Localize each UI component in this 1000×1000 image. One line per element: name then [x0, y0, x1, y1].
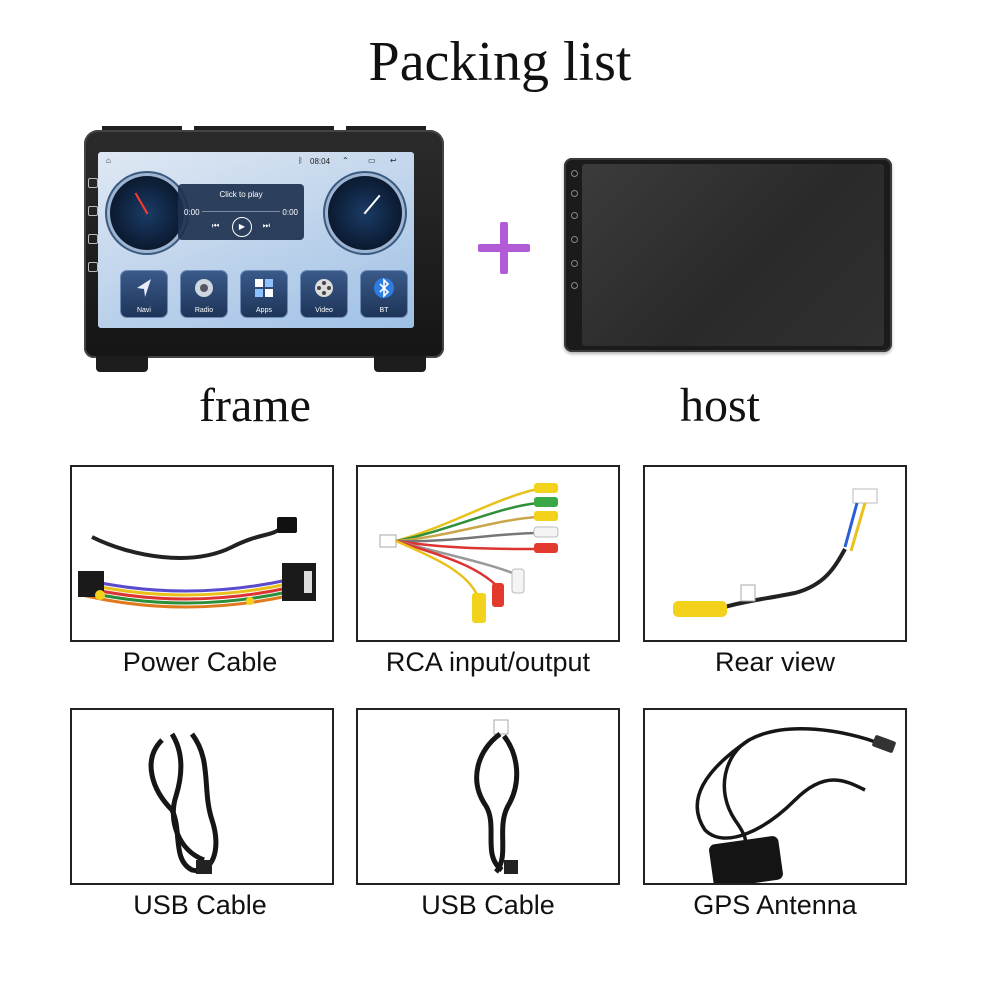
back-icon	[88, 234, 98, 244]
media-prompt: Click to play	[219, 190, 263, 199]
rca-cable-icon	[379, 483, 559, 623]
recent-apps-icon: ▭	[368, 156, 376, 165]
media-widget[interactable]: Click to play 0:00 0:00 ⏮ ▶ ⏭	[178, 184, 304, 240]
play-icon[interactable]: ▶	[232, 217, 252, 237]
app-label: Apps	[256, 307, 272, 314]
volume-icon	[88, 262, 98, 272]
home-icon: ⌂	[106, 156, 111, 165]
gps-antenna-icon	[695, 726, 896, 883]
usb-cable-cell-2	[356, 708, 620, 885]
frame-foot	[96, 356, 148, 372]
back-icon	[571, 212, 578, 219]
media-time-right: 0:00	[282, 208, 298, 217]
app-label: Video	[315, 307, 333, 314]
speed-gauge	[110, 176, 184, 250]
radio-dial-icon	[195, 279, 213, 297]
item-label: Rear view	[714, 647, 836, 677]
usb-cable-cell-1	[70, 708, 334, 885]
item-label: RCA input/output	[385, 647, 591, 677]
usb-cable-icon	[474, 719, 520, 874]
host-screen	[582, 164, 884, 346]
power-cable-cell	[70, 465, 334, 642]
gps-antenna-cell	[643, 708, 907, 885]
chevron-up-icon: ⌃	[342, 156, 349, 165]
status-time: 08:04	[310, 157, 331, 166]
item-label: USB Cable	[421, 890, 555, 920]
film-reel-icon	[315, 279, 333, 297]
rear-view-cell	[643, 465, 907, 642]
frame-foot	[374, 356, 426, 372]
android-screen: ⌂ ᛒ 08:04 ⌃ ▭ ↩ Click to play 0:00 0:00 …	[98, 152, 414, 328]
media-progress	[202, 211, 280, 212]
host-unit	[564, 158, 892, 352]
apps-grid-icon	[255, 279, 273, 297]
item-label: Power Cable	[122, 647, 278, 677]
host-label: host	[679, 379, 760, 432]
reset-icon	[571, 282, 578, 289]
bluetooth-icon: ᛒ	[298, 156, 303, 165]
app-bt[interactable]: BT	[360, 270, 408, 318]
clock-gauge	[328, 176, 402, 250]
media-time-left: 0:00	[184, 208, 200, 217]
plus-icon	[478, 222, 530, 274]
navigation-arrow-icon	[137, 279, 151, 297]
status-bar: ⌂ ᛒ 08:04 ⌃ ▭ ↩	[98, 155, 414, 169]
previous-icon[interactable]: ⏮	[212, 221, 220, 230]
next-icon[interactable]: ⏭	[262, 221, 270, 230]
frame-label: frame	[199, 379, 311, 432]
bluetooth-icon	[374, 278, 394, 298]
page-title: Packing list	[368, 31, 632, 93]
back-icon: ↩	[390, 156, 397, 165]
volume-down-icon	[571, 260, 578, 267]
power-icon	[571, 170, 578, 177]
item-label: GPS Antenna	[693, 890, 857, 920]
app-video[interactable]: Video	[300, 270, 348, 318]
app-label: Radio	[194, 307, 214, 314]
app-apps[interactable]: Apps	[240, 270, 288, 318]
item-label: USB Cable	[133, 890, 267, 920]
frame-head-unit: ⌂ ᛒ 08:04 ⌃ ▭ ↩ Click to play 0:00 0:00 …	[84, 126, 444, 372]
rca-cable-cell	[356, 465, 620, 642]
app-label: BT	[379, 307, 389, 314]
app-navi[interactable]: Navi	[120, 270, 168, 318]
power-cable-icon	[78, 517, 316, 609]
home-icon	[88, 206, 98, 216]
rear-view-camera-cable-icon	[673, 488, 878, 617]
app-label: Navi	[136, 307, 151, 314]
power-icon	[88, 178, 98, 188]
home-icon	[571, 190, 578, 197]
volume-up-icon	[571, 236, 578, 243]
usb-cable-icon	[148, 732, 219, 874]
app-radio[interactable]: Radio	[180, 270, 228, 318]
